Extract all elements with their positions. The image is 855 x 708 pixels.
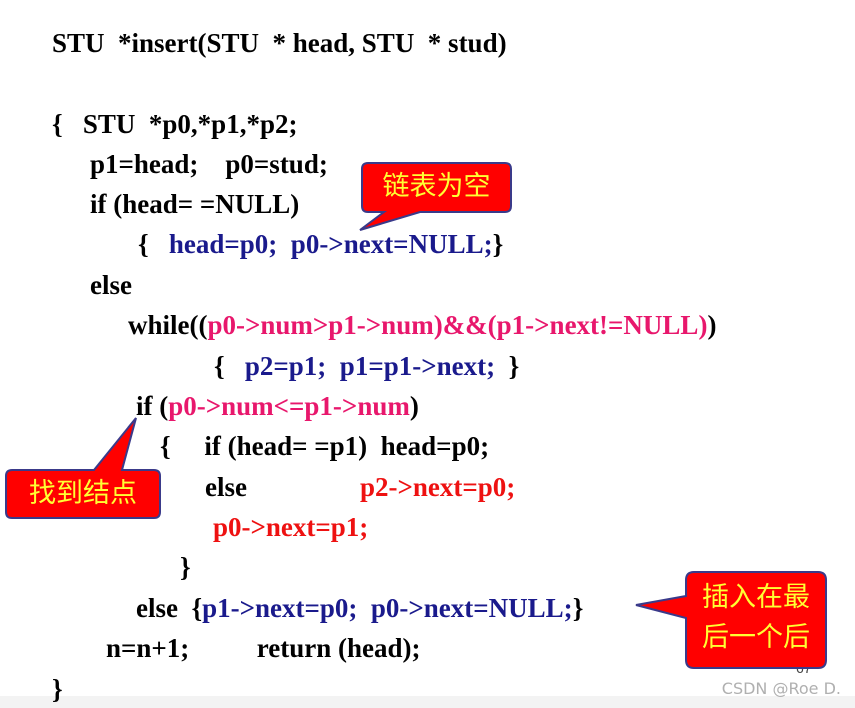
- code-line-14: else {p1->next=p0; p0->next=NULL;}: [136, 592, 583, 624]
- code-line-11-else: else: [205, 472, 247, 502]
- code-while-close: ): [707, 310, 717, 340]
- code-if-kw: if (: [136, 391, 169, 421]
- code-loop-open: {: [214, 351, 245, 381]
- code-append-assign: p1->next=p0; p0->next=NULL;: [202, 593, 573, 623]
- page-number: 67: [796, 660, 812, 676]
- code-line-5: { head=p0; p0->next=NULL;}: [138, 228, 503, 260]
- code-line-9: if (p0->num<=p1->num): [136, 390, 419, 422]
- code-else-open: else {: [136, 593, 203, 623]
- watermark: CSDN @Roe D.: [721, 679, 841, 698]
- code-brace-open: {: [138, 229, 169, 259]
- code-line-3: p1=head; p0=stud;: [90, 149, 328, 179]
- code-brace-close: }: [492, 229, 504, 259]
- code-line-6: else: [90, 270, 132, 300]
- code-empty-assign: head=p0; p0->next=NULL;: [168, 229, 493, 259]
- code-line-16: }: [52, 674, 63, 704]
- callout-insert-last-line1: 插入在最: [702, 582, 810, 613]
- code-line-4: if (head= =NULL): [90, 189, 300, 219]
- code-line-8: { p2=p1; p1=p1->next; }: [214, 350, 519, 382]
- code-line-12: p0->next=p1;: [213, 512, 369, 542]
- code-line-7: while((p0->num>p1->num)&&(p1->next!=NULL…: [128, 309, 716, 341]
- code-line-2: { STU *p0,*p1,*p2;: [52, 109, 298, 139]
- code-loop-close: }: [495, 351, 520, 381]
- code-while-cond: p0->num>p1->num)&&(p1->next!=NULL): [207, 310, 708, 340]
- code-line-10: { if (head= =p1) head=p0;: [160, 431, 490, 461]
- code-while-kw: while((: [128, 310, 208, 340]
- code-else-close: }: [572, 593, 584, 623]
- callout-found-node: 找到结点: [29, 478, 137, 509]
- code-loop-body: p2=p1; p1=p1->next;: [244, 351, 496, 381]
- callout-empty-list: 链表为空: [382, 171, 491, 202]
- code-line-15: n=n+1; return (head);: [106, 633, 421, 663]
- code-if-cond: p0->num<=p1->num: [168, 391, 410, 421]
- code-line-13: }: [180, 552, 191, 582]
- callout-insert-last-line2: 后一个后: [702, 622, 810, 653]
- code-line-11-assign: p2->next=p0;: [360, 472, 516, 502]
- code-line-1: STU *insert(STU * head, STU * stud): [52, 28, 507, 58]
- code-if-close: ): [409, 391, 419, 421]
